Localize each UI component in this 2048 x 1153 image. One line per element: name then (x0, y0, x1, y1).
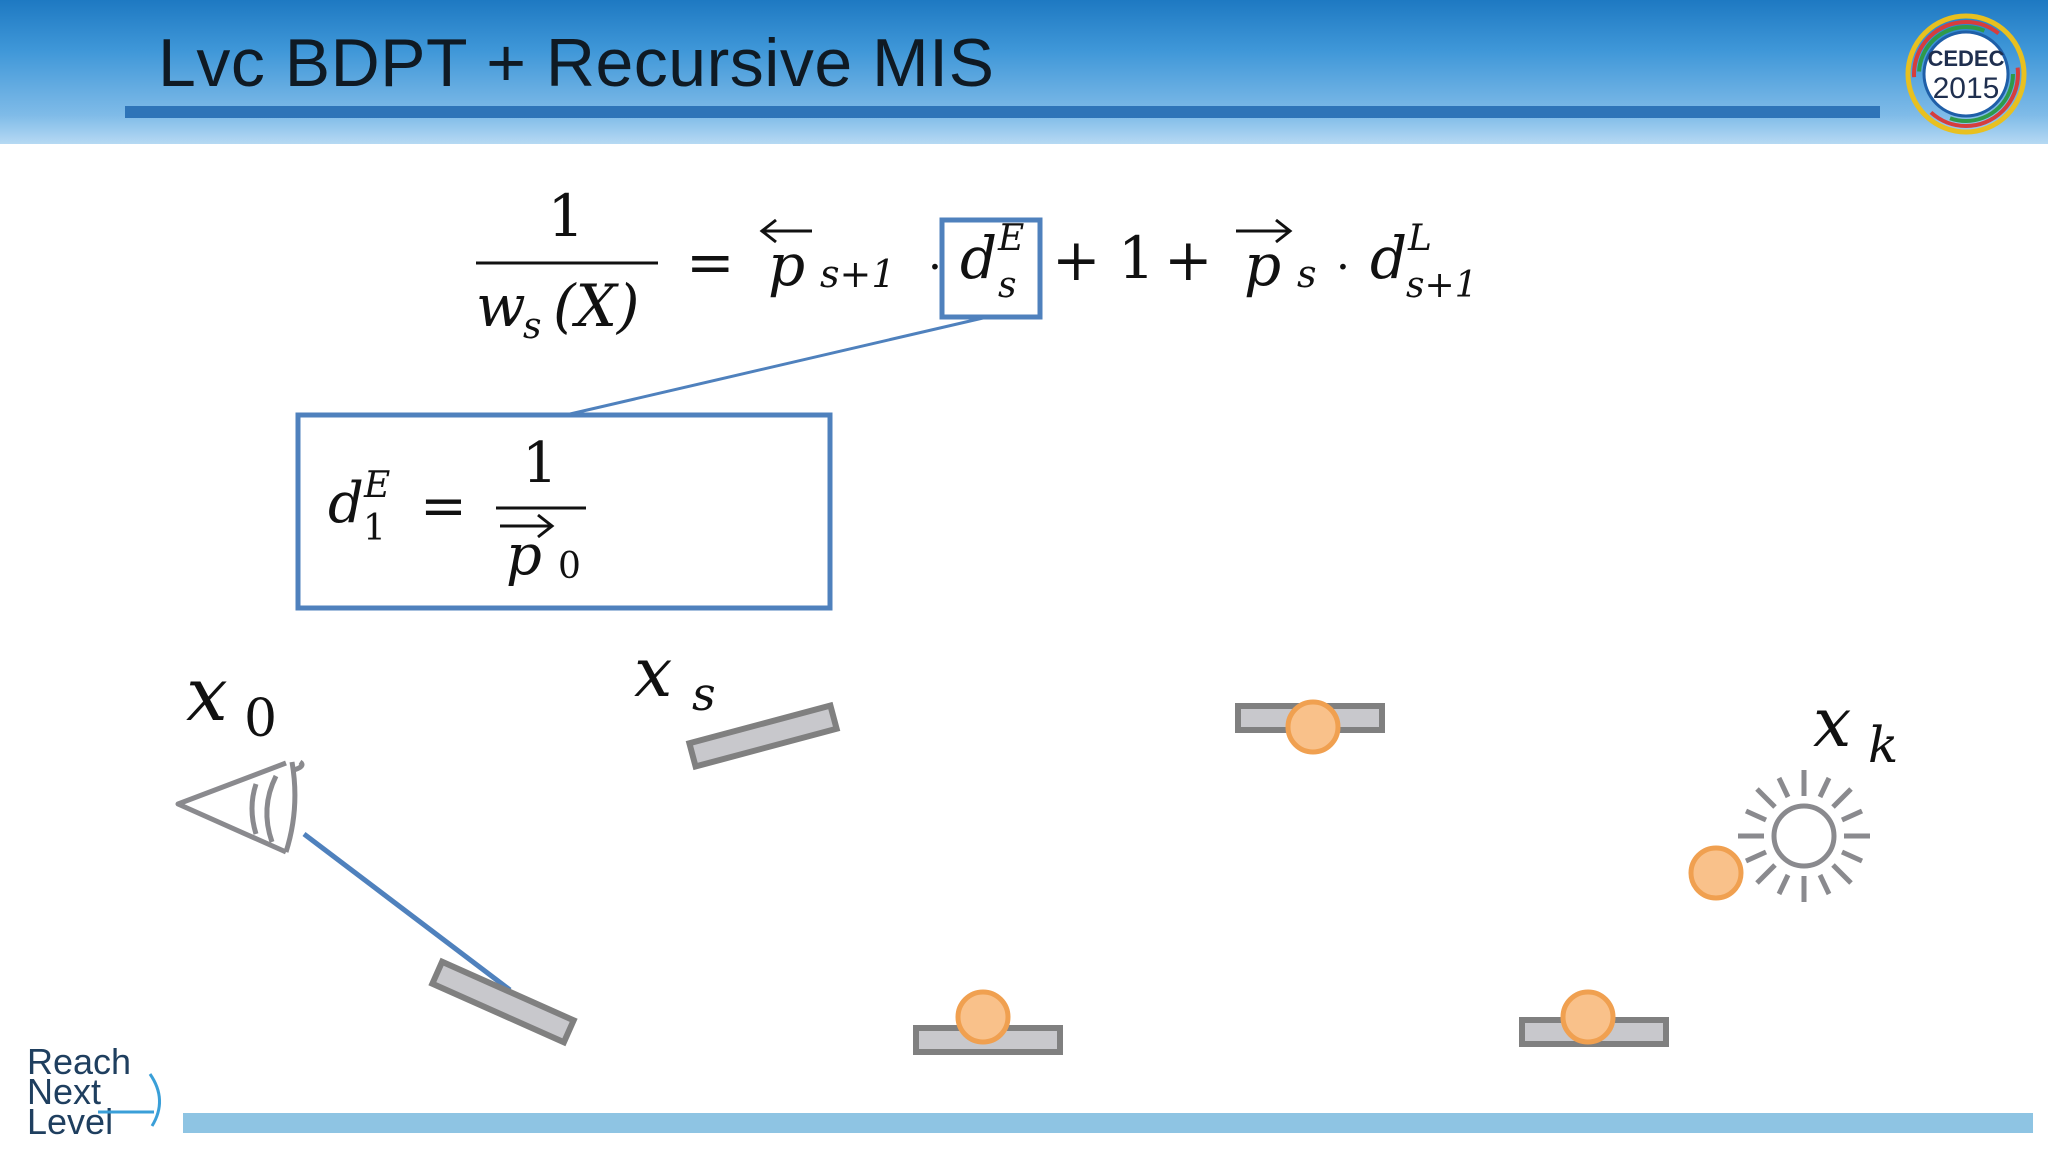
eye-icon (175, 759, 305, 855)
eq-den-sub: s (523, 306, 541, 347)
eq-equals: = (686, 228, 735, 296)
label-x0: x (186, 652, 228, 738)
highlight-box (939, 217, 1043, 320)
def-numerator: 1 (522, 431, 558, 496)
camera-ray (302, 832, 512, 992)
surface-bottom-left (428, 957, 578, 1047)
eq-dot-1: · (928, 242, 942, 293)
light-vertex (955, 989, 1011, 1045)
label-xk-sub: k (1868, 716, 1898, 774)
logo-text-cedec: CEDEC (1927, 46, 2004, 71)
label-xs: x (634, 634, 672, 713)
eq-one: 1 (1118, 224, 1155, 292)
logo-reach: Reach (27, 1041, 131, 1082)
def-p: p (506, 523, 542, 588)
eq-dot-2: · (1336, 242, 1350, 293)
light-vertex (1285, 699, 1341, 755)
eq-p-backward: p (768, 231, 805, 299)
def-d-sup: E (363, 465, 390, 506)
label-x0-sub: 0 (244, 689, 277, 749)
eq-p-forward-sub: s (1297, 252, 1317, 296)
def-p-sub: 0 (558, 546, 581, 587)
logo-next: Next (27, 1071, 101, 1112)
footer-bar (183, 1113, 2033, 1133)
logo-level: Level (27, 1101, 113, 1142)
eq-d-light-sup: L (1407, 218, 1432, 259)
eq-d-eye-sup: E (997, 218, 1024, 259)
eq-p-forward: p (1244, 231, 1281, 299)
light-vertex (1560, 989, 1616, 1045)
surface-xs (685, 701, 841, 771)
eq-d-eye: d (960, 224, 997, 292)
connector-line (569, 316, 984, 416)
label-xs-sub: s (692, 667, 716, 721)
def-equals: = (420, 474, 467, 539)
sun-icon (1738, 770, 1870, 902)
eq-den-arg: (X) (553, 272, 640, 340)
main-equation: 1 w s (X) = p s+1 · d E s + 1 + p s · d … (476, 182, 1478, 347)
eq-den-w: w (476, 272, 526, 340)
eq-d-light: d (1370, 224, 1407, 292)
eq-p-backward-sub: s+1 (820, 252, 896, 296)
eq-plus-1: + (1052, 226, 1101, 294)
definition-box: d E 1 = 1 p 0 (295, 412, 833, 611)
title-underline (125, 106, 1880, 118)
eq-d-light-sub: s+1 (1406, 265, 1478, 306)
label-xk: x (1813, 684, 1851, 763)
reach-next-level-logo: Reach Next Level (27, 1041, 161, 1142)
light-vertex (1688, 845, 1744, 901)
eq-numerator: 1 (548, 182, 585, 250)
cedec-logo: CEDEC 2015 (1905, 13, 2027, 135)
slide-title: Lvc BDPT + Recursive MIS (158, 25, 995, 101)
def-d-sub: 1 (363, 508, 386, 549)
logo-text-year: 2015 (1933, 72, 2000, 105)
def-d: d (328, 471, 364, 536)
eq-d-eye-sub: s (998, 265, 1016, 306)
title-bar (0, 0, 2048, 144)
eq-plus-2: + (1164, 226, 1213, 294)
